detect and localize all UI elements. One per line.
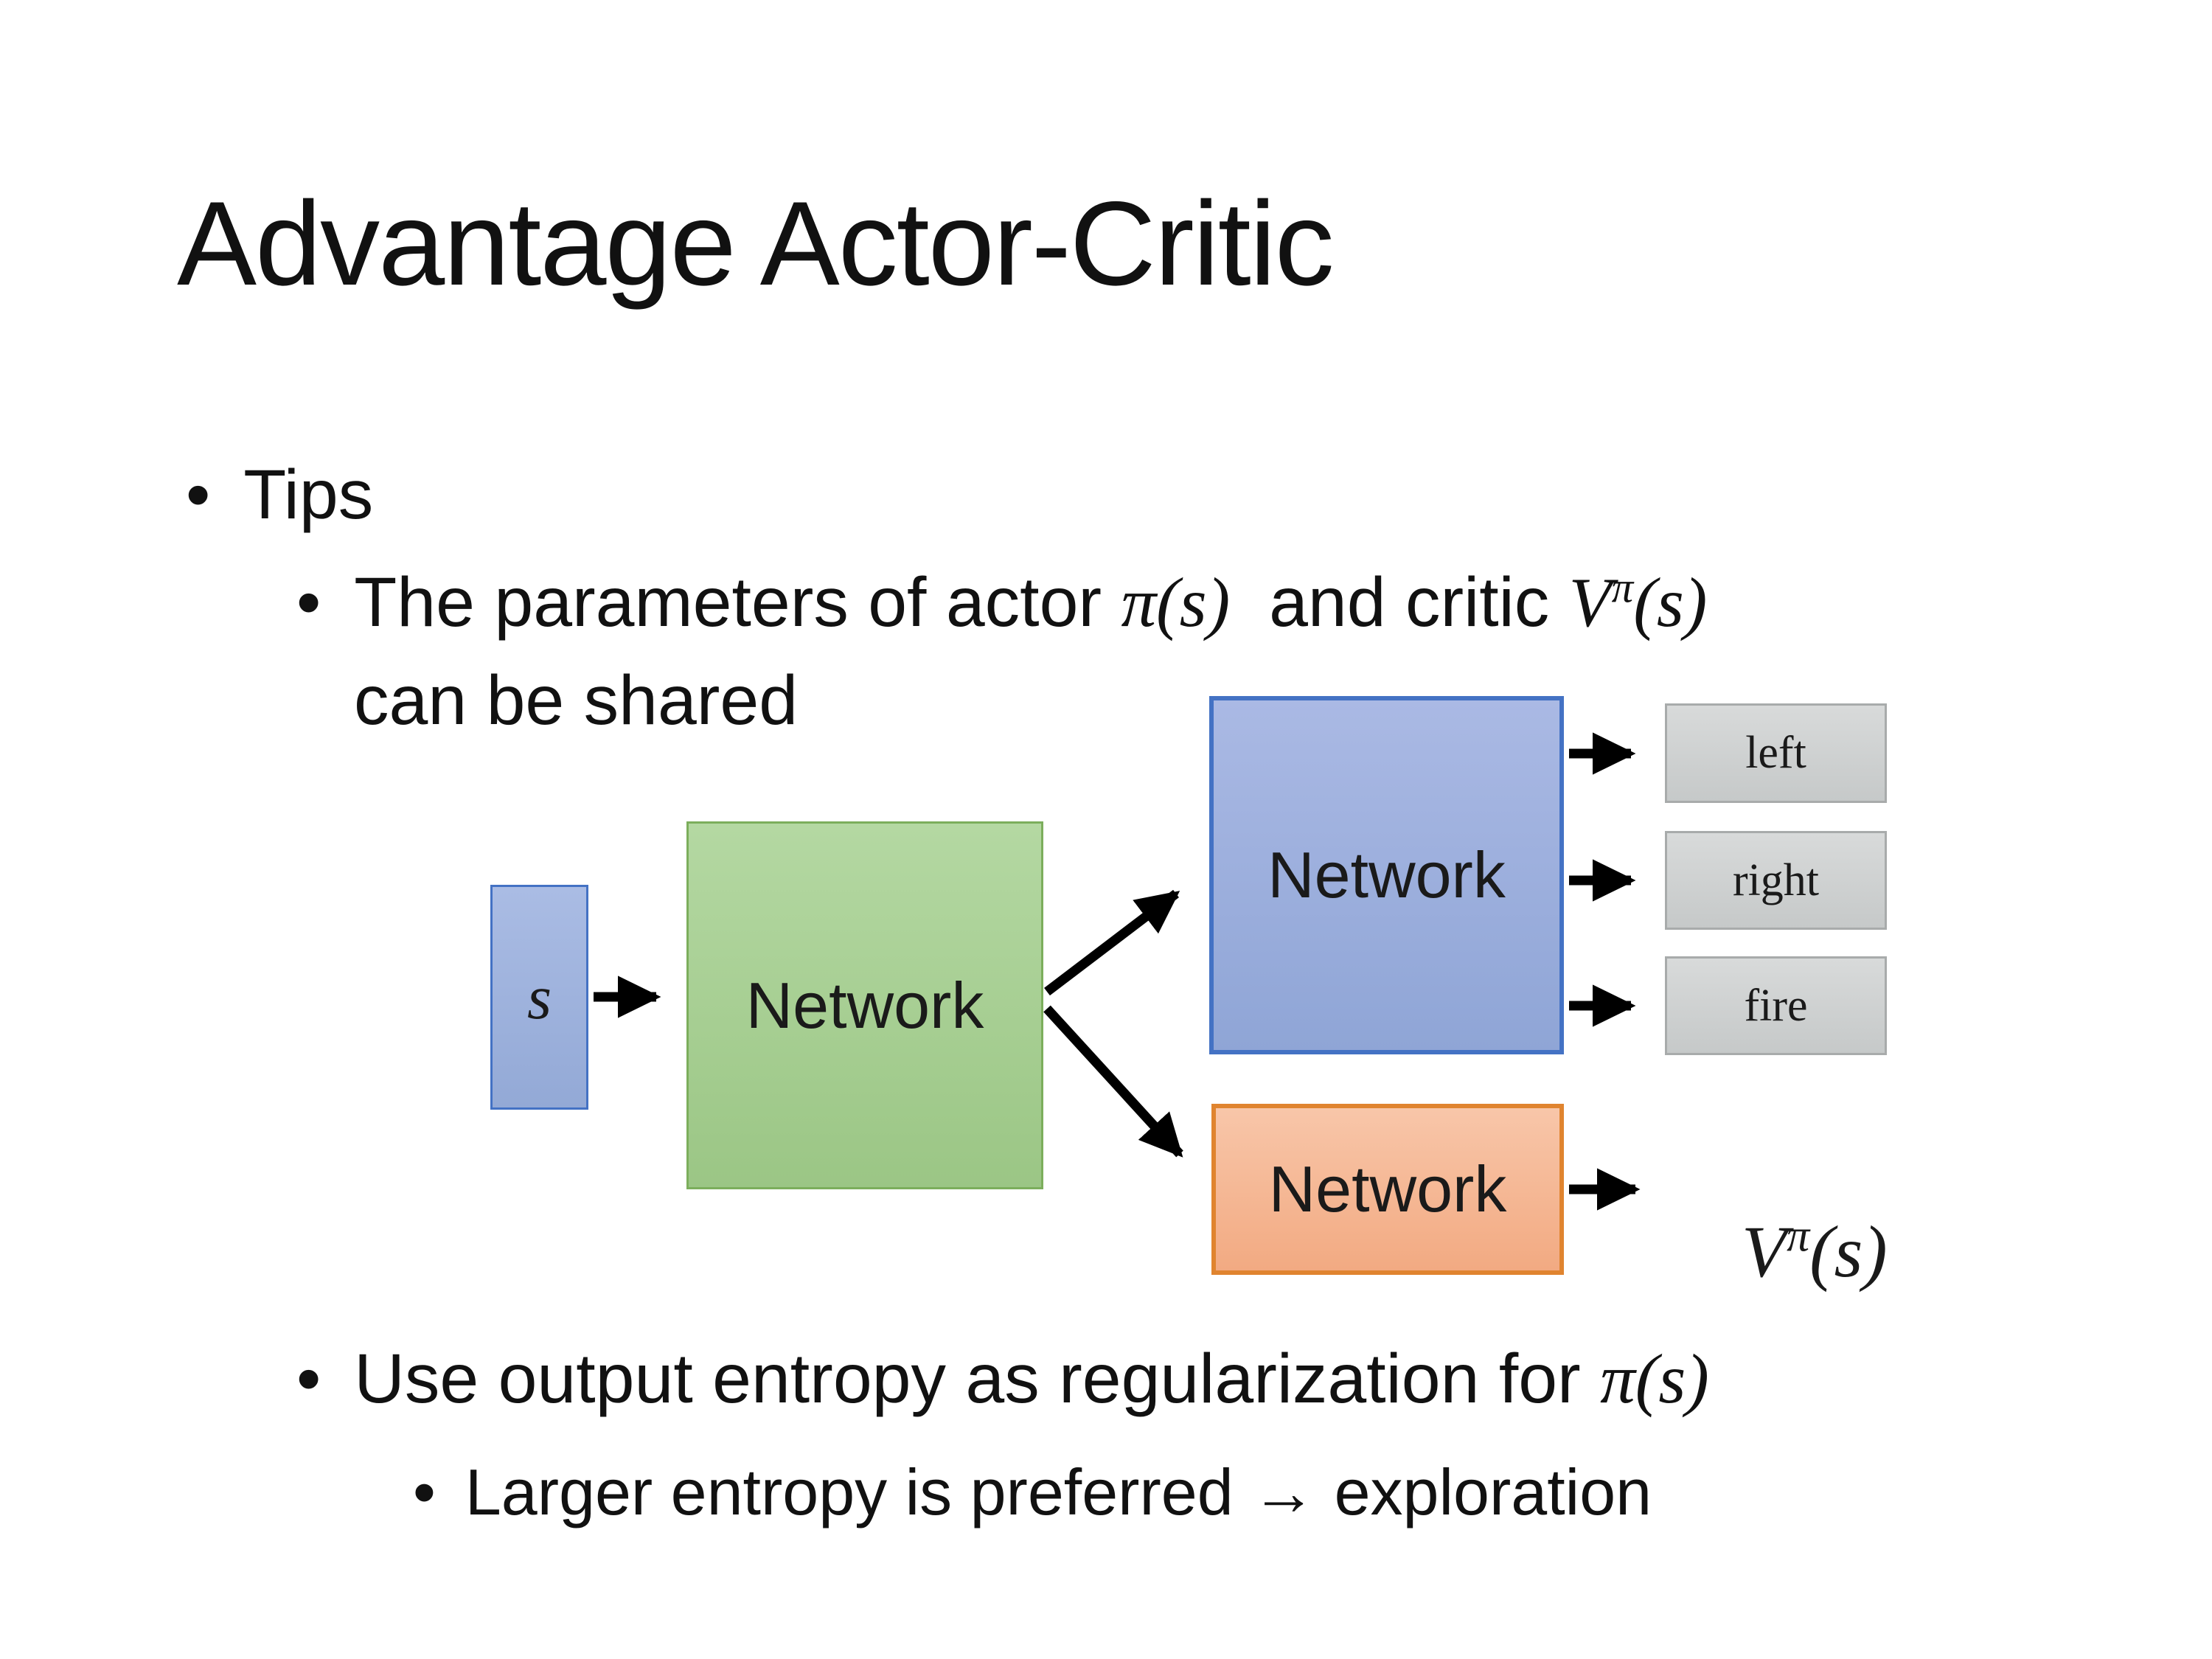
actor-network-label: Network (1267, 838, 1506, 911)
bullet-tips: •Tips (186, 460, 373, 530)
critic-network-box: Network (1211, 1104, 1564, 1275)
math-pi-s-actor: π(s) (1121, 568, 1230, 638)
bullet-marker: • (296, 563, 321, 641)
arrow-shared-to-critic (1043, 1005, 1183, 1158)
math-args: (s) (1633, 563, 1708, 641)
bullet-tips-label: Tips (243, 456, 374, 534)
bullet-larger-entropy-text: Larger entropy is preferred → exploratio… (465, 1455, 1652, 1528)
bullet-shared-text-1: The parameters of actor (354, 563, 1121, 641)
math-V: V (1568, 563, 1612, 641)
bullet-shared-line2: can be shared (354, 661, 799, 740)
bullet-marker: • (413, 1455, 436, 1528)
bullet-shared-text-2: and critic (1230, 563, 1569, 641)
value-output-label: Vπ(s) (1668, 1141, 1888, 1363)
shared-network-box: Network (686, 821, 1043, 1189)
input-state-label: s (526, 962, 552, 1032)
math-pi: π (1600, 1340, 1635, 1418)
actor-network-box: Network (1209, 696, 1564, 1054)
action-box-right: right (1665, 831, 1887, 930)
math-args: (s) (1809, 1211, 1888, 1293)
arrow-shared-to-actor (1044, 889, 1180, 996)
bullet-item-entropy-regularization: •Use output entropy as regularization fo… (296, 1344, 1709, 1414)
action-label-right: right (1732, 855, 1820, 905)
math-V: V (1742, 1211, 1787, 1293)
bullet-item-shared-params: •The parameters of actor π(s) and critic… (296, 563, 1708, 641)
math-sup-pi: π (1787, 1211, 1810, 1262)
math-pi-s-regularization: π(s) (1600, 1344, 1709, 1414)
input-state-box: s (490, 885, 588, 1110)
bullet-marker: • (186, 456, 211, 534)
math-sup-pi: π (1611, 563, 1634, 612)
bullet-marker: • (296, 1340, 321, 1418)
bullet-item-larger-entropy: •Larger entropy is preferred → explorati… (413, 1460, 1652, 1525)
slide-title: Advantage Actor-Critic (177, 177, 1335, 310)
math-pi: π (1121, 563, 1157, 641)
math-v-pi-s-critic: Vπ(s) (1569, 566, 1708, 638)
action-box-left: left (1665, 703, 1887, 803)
shared-network-label: Network (745, 968, 984, 1042)
action-label-left: left (1745, 728, 1806, 778)
critic-network-label: Network (1268, 1152, 1507, 1225)
math-args: (s) (1635, 1340, 1709, 1418)
action-box-fire: fire (1665, 956, 1887, 1055)
bullet-entropy-text: Use output entropy as regularization for (354, 1340, 1601, 1418)
action-label-fire: fire (1744, 980, 1808, 1031)
bullet-item-shared-params-line2: can be shared (354, 666, 798, 736)
math-args: (s) (1156, 563, 1231, 641)
